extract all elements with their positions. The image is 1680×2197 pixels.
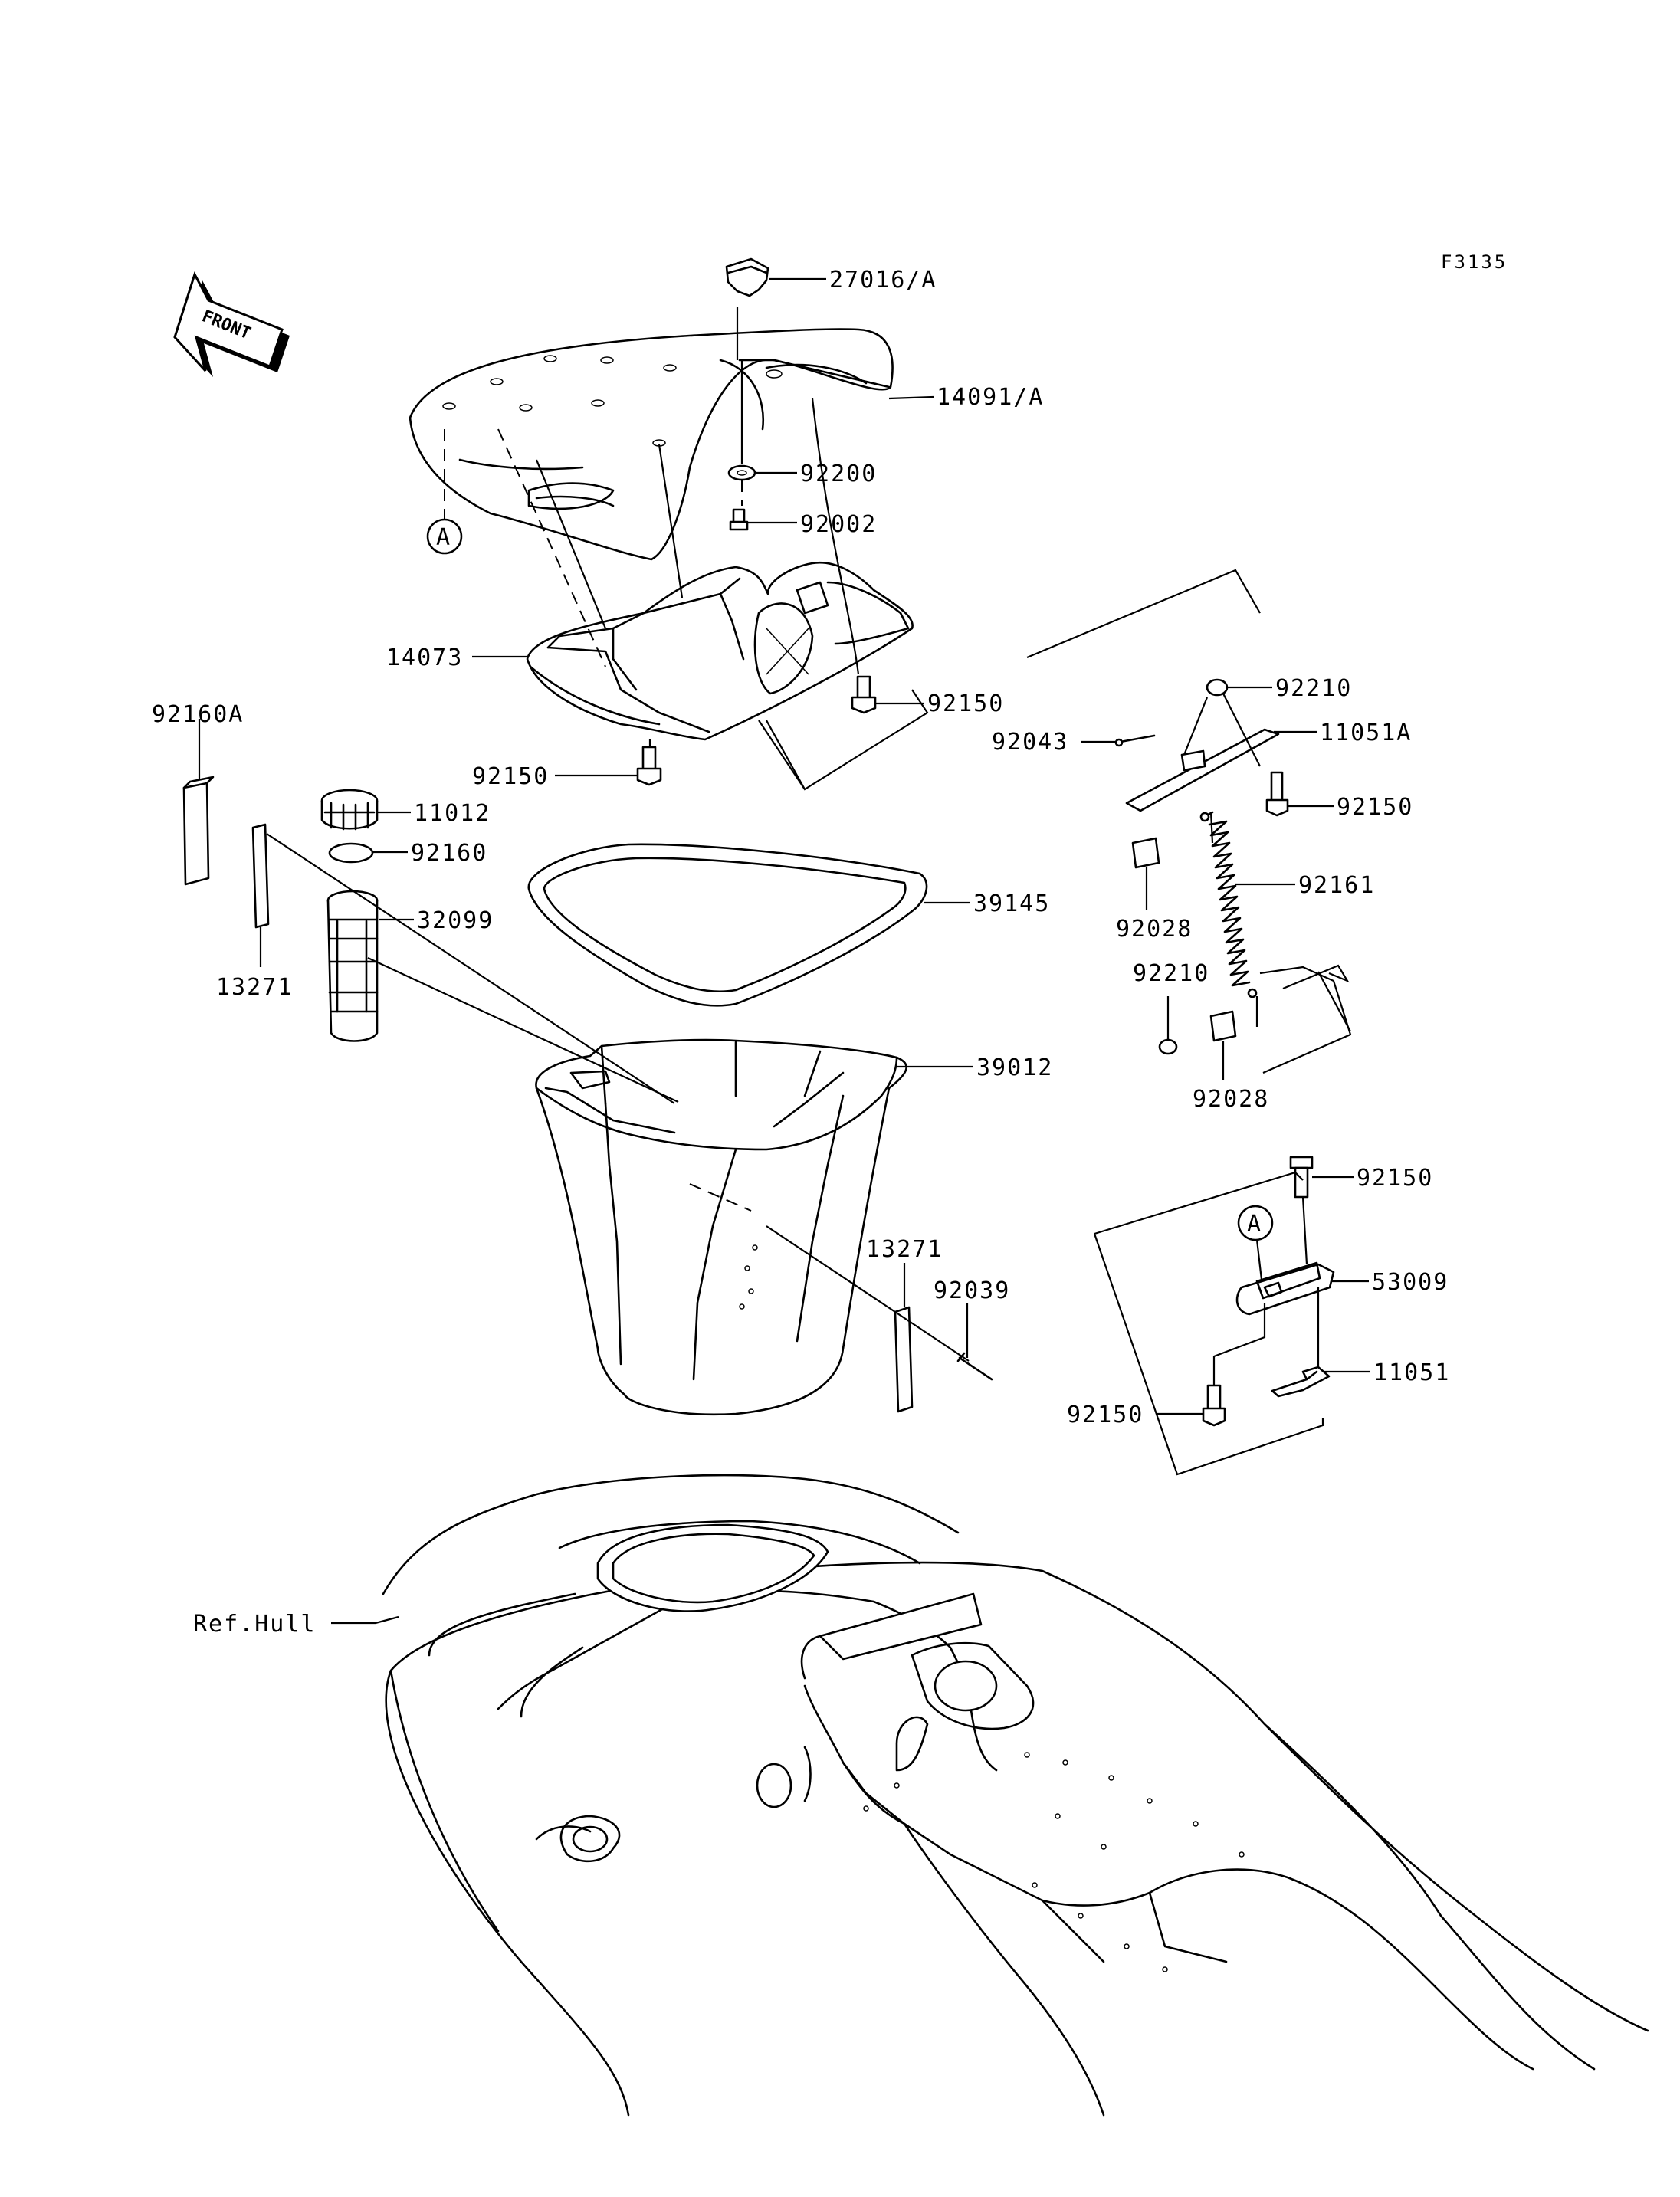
seat-cover-14091a	[409, 328, 894, 561]
label-92043: 92043	[992, 729, 1068, 756]
bolt-92150-seat	[851, 675, 877, 714]
leader-lines	[198, 277, 1370, 1625]
label-92028-top: 92028	[1116, 916, 1193, 943]
figure-code: F3135	[1441, 251, 1508, 273]
label-13271-right: 13271	[866, 1236, 943, 1263]
label-92200: 92200	[800, 461, 877, 487]
hull-reference	[382, 1474, 1649, 2117]
part-labels: 27016/A 14091/A 92200 92002 14073 92150 …	[152, 267, 1450, 1638]
label-92028-bottom: 92028	[1193, 1086, 1269, 1113]
label-14091a: 14091/A	[937, 384, 1044, 411]
label-ref-hull: Ref.Hull	[193, 1611, 317, 1638]
label-92150-bracket: 92150	[1337, 794, 1413, 821]
callout-bracket-hardware	[1026, 569, 1261, 659]
pin-92039	[956, 1352, 993, 1381]
washer-92210-top	[1206, 678, 1229, 697]
washer-92200	[727, 464, 756, 481]
bolt-92150-left	[636, 746, 662, 786]
label-92160a: 92160A	[152, 701, 244, 728]
svg-text:A: A	[436, 524, 451, 551]
cap-11012	[320, 789, 379, 831]
label-92161: 92161	[1298, 872, 1375, 899]
gasket-39145	[527, 843, 928, 1007]
strap-handle-27016a	[725, 257, 769, 297]
label-92150-seat: 92150	[927, 690, 1004, 717]
pad-92160a	[182, 776, 215, 886]
label-39145: 39145	[973, 890, 1050, 917]
pin-92043	[1114, 734, 1156, 747]
collar-92028-top	[1131, 837, 1160, 869]
label-13271-left: 13271	[216, 974, 293, 1001]
front-arrow-icon: FRONT	[173, 271, 290, 377]
ref-marker-a-seat: A	[426, 518, 463, 555]
washer-92210-mid	[1158, 1038, 1178, 1055]
storage-box-39012	[535, 1038, 907, 1416]
label-92160: 92160	[411, 840, 487, 867]
latch-53009	[1235, 1261, 1335, 1316]
bracket-11051a	[1125, 728, 1280, 812]
label-92150-latch-bottom: 92150	[1067, 1402, 1144, 1428]
label-92210-top: 92210	[1275, 675, 1352, 702]
label-11051a: 11051A	[1320, 720, 1412, 746]
label-92150-left: 92150	[472, 763, 549, 790]
screw-92002	[729, 508, 749, 531]
label-14073: 14073	[386, 644, 463, 671]
label-27016a: 27016/A	[829, 267, 937, 293]
label-92039: 92039	[934, 1277, 1010, 1304]
container-32099	[326, 890, 379, 1042]
label-53009: 53009	[1372, 1269, 1449, 1296]
storage-case-14073	[526, 561, 914, 741]
callout-bracket-seat	[766, 689, 929, 791]
label-39012: 39012	[976, 1054, 1053, 1081]
label-92150-latch-top: 92150	[1357, 1165, 1433, 1192]
strap-13271-left	[251, 823, 270, 929]
label-11012: 11012	[414, 800, 491, 827]
label-92002: 92002	[800, 511, 877, 538]
strap-13271-right	[894, 1306, 914, 1413]
plate-11051	[1271, 1366, 1331, 1398]
bolt-92150-latch-bottom	[1202, 1384, 1226, 1427]
bolt-92150-latch-top	[1289, 1156, 1314, 1199]
gasket-92160	[328, 842, 374, 864]
collar-92028-bottom	[1209, 1010, 1237, 1042]
label-32099: 32099	[417, 907, 494, 934]
svg-text:A: A	[1247, 1211, 1262, 1238]
callout-bracket-latch	[1094, 1171, 1304, 1235]
label-11051: 11051	[1373, 1359, 1450, 1386]
bolt-92150-bracket	[1265, 771, 1289, 817]
ref-marker-a-latch: A	[1237, 1205, 1274, 1241]
label-92210-mid: 92210	[1133, 960, 1209, 987]
spring-92161	[1199, 811, 1258, 998]
